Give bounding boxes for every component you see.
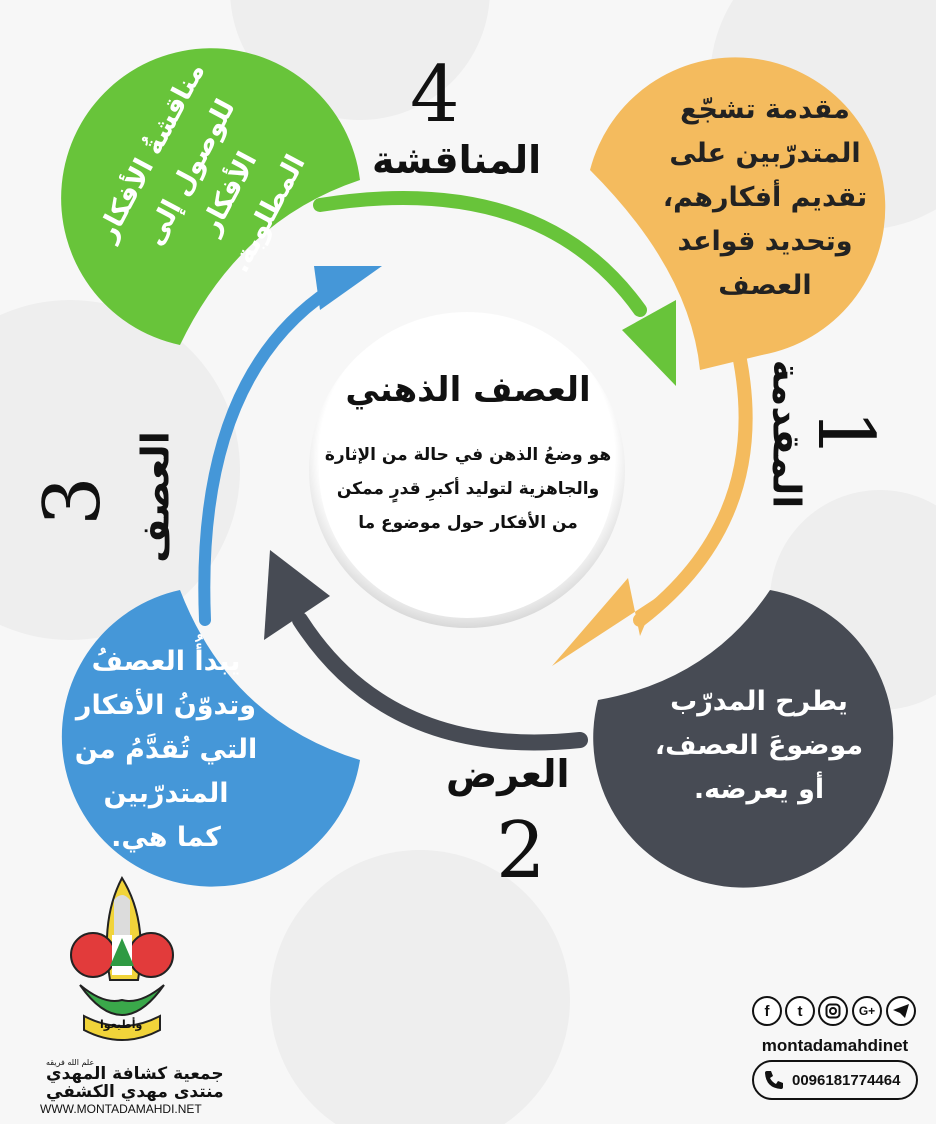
center-title: العصف الذهني: [345, 370, 591, 410]
step-4-arrowhead: [622, 300, 676, 386]
center-line-1: هو وضعُ الذهن في حالة من الإثارة: [324, 445, 612, 465]
org-name: جمعية كشافة المهدي: [46, 1064, 224, 1084]
step-1-arrow: [633, 353, 753, 627]
logo-banner-text: وأطيعوا: [100, 1018, 143, 1031]
twitter-icon[interactable]: t: [785, 996, 815, 1026]
step-2-arrow: [292, 612, 588, 751]
website-url: WWW.MONTADAMAHDI.NET: [40, 1102, 202, 1116]
step-3-arrow: [198, 284, 336, 626]
step-1-label: المقدمة: [764, 359, 809, 509]
phone-number: 0096181774464: [792, 1071, 901, 1089]
step-4-arrow: [313, 191, 647, 317]
center-line-3: من الأفكار حول موضوع ما: [358, 513, 578, 533]
step-3-label: العصف: [133, 431, 178, 563]
step-2-number: 2: [496, 806, 546, 896]
step-2-arrowhead: [264, 550, 330, 640]
center-definition: هو وضعُ الذهن في حالة من الإثارة والجاهز…: [320, 438, 616, 540]
step-2-text: يطرح المدرّب موضوعَ العصف، أو يعرضه.: [654, 686, 864, 805]
org-small-text: علم الله فريقه: [46, 1058, 95, 1067]
telegram-icon[interactable]: [886, 996, 916, 1026]
step-3-text: يبدأُ العصفُ وتدوّنُ الأفكار التي تُقدَّ…: [74, 646, 258, 853]
center-line-2: والجاهزية لتوليد أكبرِ قدرٍ ممكن: [336, 479, 600, 499]
step-4-number: 4: [410, 50, 460, 140]
facebook-icon[interactable]: f: [752, 996, 782, 1026]
phone-contact[interactable]: 0096181774464: [752, 1060, 918, 1100]
step-4-petal: [61, 48, 360, 345]
step-1-number: 1: [799, 409, 890, 459]
phone-icon: [765, 1071, 783, 1089]
social-handle: montadamahdinet: [761, 1036, 909, 1055]
step-1-arrowhead: [552, 578, 656, 666]
step-3-petal: [61, 590, 360, 887]
forum-name: منتدى مهدي الكشفي: [46, 1082, 224, 1102]
step-4-label: المناقشة: [372, 138, 542, 182]
step-3-number: 3: [27, 476, 118, 526]
step-2-petal: [593, 590, 894, 888]
step-1-petal: [590, 57, 886, 371]
step-1-text: مقدمة تشجّع المتدرّبين على تقديم أفكارهم…: [662, 94, 868, 301]
step-2-label: العرض: [446, 752, 570, 796]
scout-logo: [70, 875, 174, 1041]
instagram-icon[interactable]: [818, 996, 848, 1026]
googleplus-icon[interactable]: G+: [852, 996, 882, 1026]
step-3-arrowhead: [314, 266, 382, 310]
